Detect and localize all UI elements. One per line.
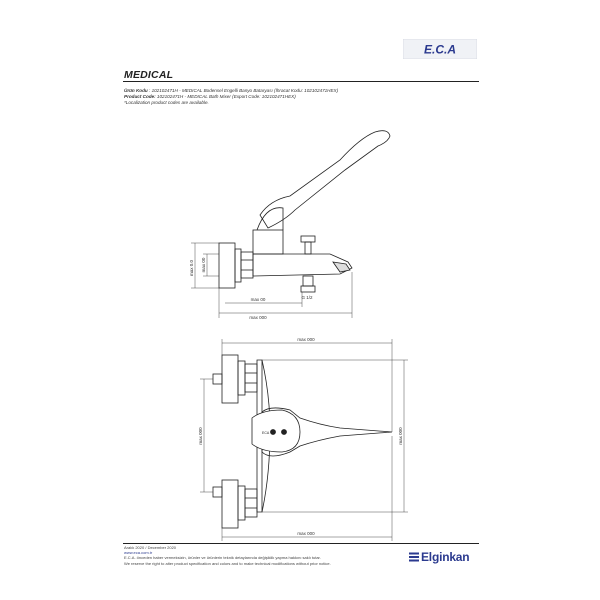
footer-date: Aralık 2020 / December 2020: [124, 545, 177, 550]
elginkan-brand: Elginkan: [409, 550, 470, 564]
brand-name: Elginkan: [421, 550, 470, 564]
code-line-note: *Localization product codes are availabl…: [124, 100, 209, 105]
dim-side-height-inner: max 00: [201, 257, 206, 272]
elginkan-logo-icon: [409, 552, 419, 562]
side-view: [218, 130, 391, 293]
title-rule: [123, 81, 479, 82]
product-codes: Ürün Kodu : 102102471H - MEDICAL Bodense…: [124, 88, 338, 106]
dim-side-height-outer: max 0.0: [189, 260, 194, 277]
footer-rule: [123, 543, 479, 544]
code-line-tr: Ürün Kodu : 102102471H - MEDICAL Bodense…: [124, 88, 339, 93]
dim-top-overall-height: max 000: [398, 427, 403, 445]
side-dimensions: [191, 242, 353, 318]
svg-text:ECA: ECA: [262, 431, 270, 435]
dim-side-total-length: max 000: [249, 315, 267, 320]
code-line-en: Product Code: 102102471H - MEDICAL Bath …: [124, 94, 296, 99]
dim-top-bottom-length: max 000: [297, 531, 315, 536]
dim-outlet-thread: G 1/2: [301, 295, 313, 300]
footer-notice-tr: E.C.A. önceden haber vermeksizin, ürünle…: [124, 555, 321, 561]
dim-side-inner-span: max 00: [251, 297, 266, 302]
dim-top-center-distance: max 000: [198, 427, 203, 445]
eca-logo: E.C.A: [403, 39, 477, 59]
dim-top-total-width: max 000: [297, 337, 315, 342]
front-dimensions: [200, 339, 408, 541]
footer-notice-en: We reserve the right to alter product sp…: [124, 560, 331, 566]
front-view: ECA: [212, 354, 393, 529]
footer: Aralık 2020 / December 2020 www.eca.com.…: [124, 545, 331, 566]
footer-website: www.eca.com.tr: [124, 550, 153, 556]
page-title: MEDICAL: [124, 69, 174, 81]
logo-text: E.C.A: [424, 43, 456, 57]
